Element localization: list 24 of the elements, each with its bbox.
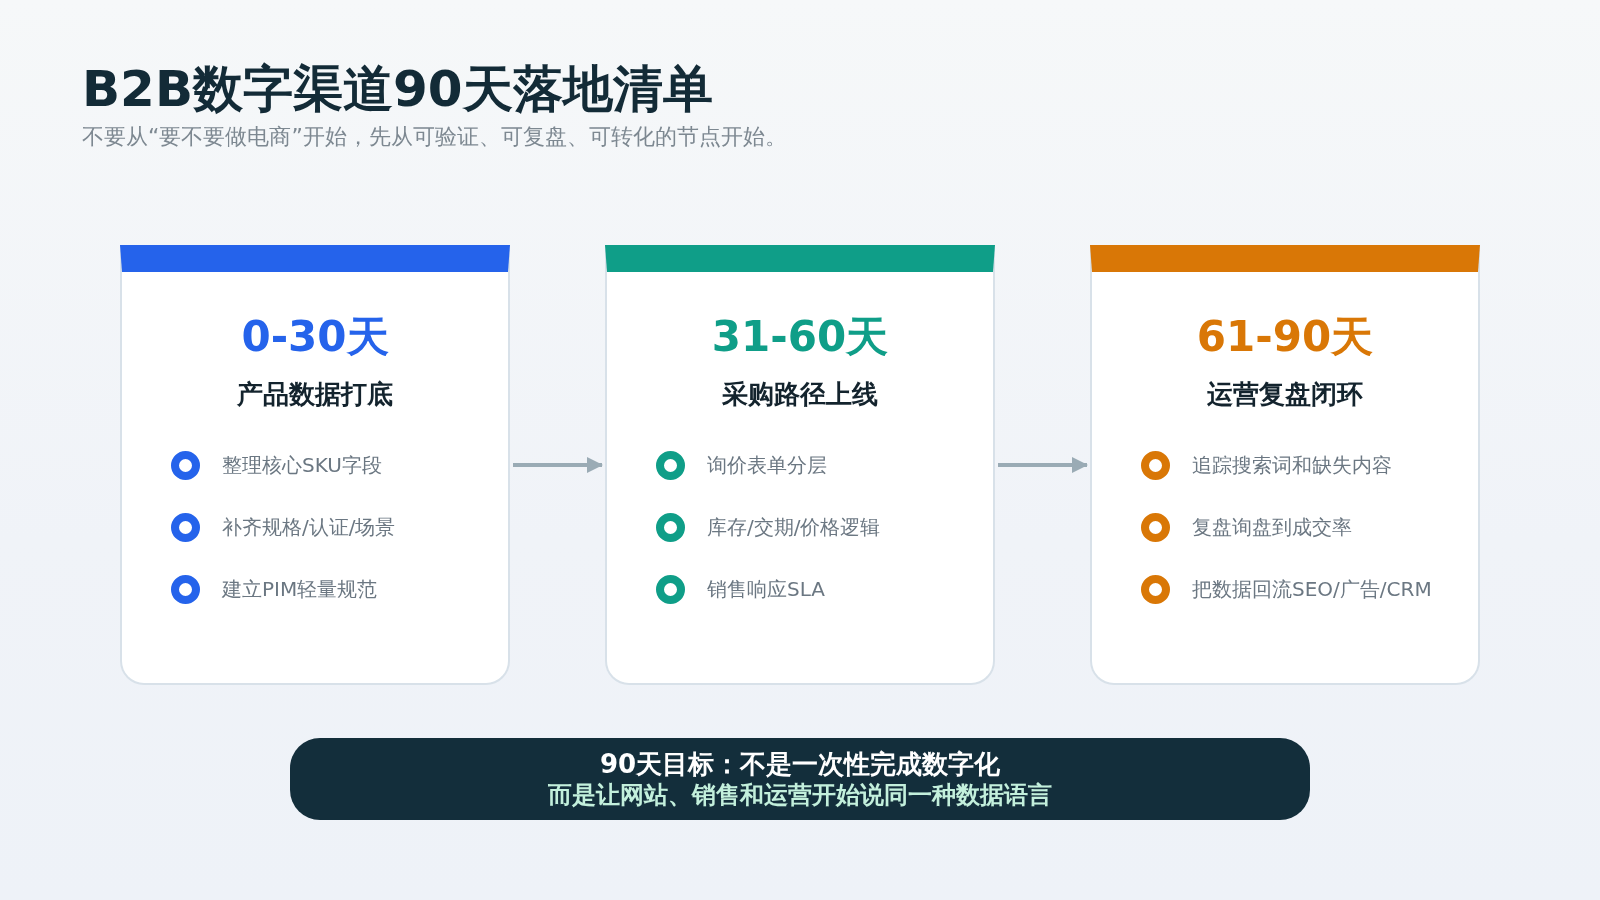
phase-card (120, 245, 510, 685)
phase-range: 61-90天 (1196, 312, 1374, 362)
phase-card (1090, 245, 1480, 685)
checklist-item: 库存/交期/价格逻辑 (707, 514, 881, 541)
goal-headline: 90天目标：不是一次性完成数字化 (599, 748, 1001, 780)
checklist-item: 追踪搜索词和缺失内容 (1192, 452, 1392, 479)
phase-range: 0-30天 (241, 312, 389, 362)
goal-banner (290, 738, 1310, 820)
phase-heading: 运营复盘闭环 (1207, 378, 1363, 411)
arrow (513, 457, 603, 473)
checklist-item: 询价表单分层 (707, 452, 827, 479)
checklist-item: 销售响应SLA (707, 576, 825, 603)
checklist-item: 把数据回流SEO/广告/CRM (1192, 576, 1432, 603)
page-title: B2B数字渠道90天落地清单 (82, 59, 713, 120)
checklist-item: 复盘询盘到成交率 (1192, 514, 1352, 541)
checklist-item: 建立PIM轻量规范 (222, 576, 378, 603)
phase-range: 31-60天 (711, 312, 889, 362)
phase-heading: 采购路径上线 (722, 378, 878, 411)
page-subtitle: 不要从“要不要做电商”开始，先从可验证、可复盘、可转化的节点开始。 (82, 123, 787, 151)
goal-subline: 而是让网站、销售和运营开始说同一种数据语言 (548, 780, 1052, 810)
checklist-item: 补齐规格/认证/场景 (222, 514, 396, 541)
checklist-item: 整理核心SKU字段 (222, 452, 382, 479)
arrow (998, 457, 1088, 473)
phase-heading: 产品数据打底 (237, 378, 393, 411)
